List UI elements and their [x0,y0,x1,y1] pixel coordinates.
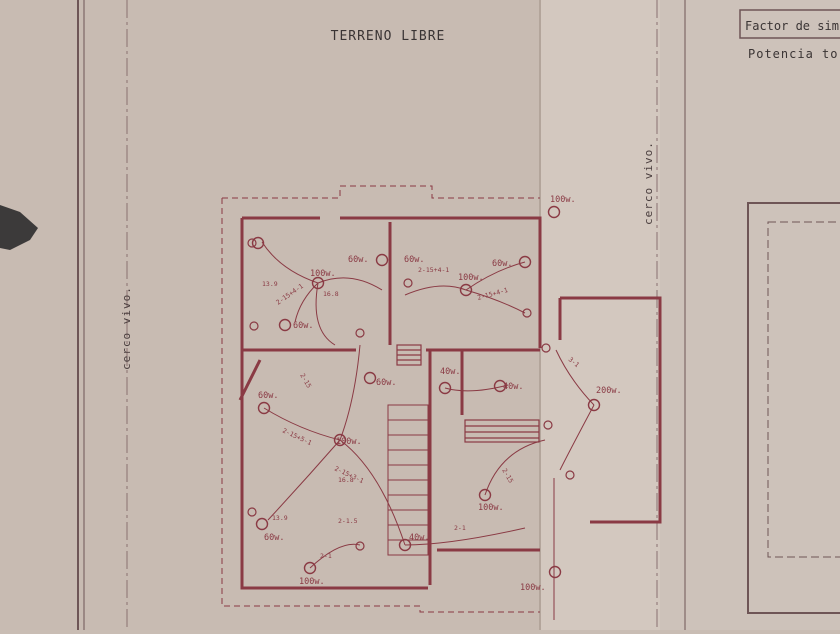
lamp-label: 100w. [458,273,484,283]
circuit-label: 2-15+4-1 [418,266,449,274]
circuit-label: 2-1 [454,524,466,532]
circuit-label: 16.8 [323,290,339,298]
drawing-title: TERRENO LIBRE [331,29,446,44]
lamp-label: 100w. [310,269,336,279]
circuit-label: 2-15+4-1 [275,282,305,307]
circuit-label: 3-1 [567,355,581,369]
paper-left-panel [0,0,540,630]
circuit-label: 2-1.5 [338,517,358,525]
lamp-label: 60w. [264,533,284,543]
hatched-blocks [396,344,540,443]
lamp-label: 60w. [492,259,512,269]
paper-tear [0,205,38,250]
legend-factor-label: Factor de sim [745,19,839,33]
right-building-inner [767,221,840,558]
lamp-label: 40w. [440,367,460,377]
walls [238,216,542,590]
wiring [261,241,595,620]
right-building-outline [747,202,840,614]
switches [247,238,575,551]
lamp-label: 100w. [520,583,546,593]
right-hedge-label: cerco vivo. [642,141,655,225]
circuit-label: 2-1 [320,552,332,560]
circuit-label: 2-15 [500,467,515,485]
lamp-label: 60w. [293,321,313,331]
stairs [387,404,429,556]
lamp-label: 40w. [503,382,523,392]
legend-potencia-label: Potencia to [748,47,838,61]
lamp-label: 100w. [299,577,325,587]
lamp-label: 60w. [348,255,368,265]
lamp-label: 100w. [550,195,576,205]
circuit-label: 16.8 [338,476,354,484]
lamp-label: 60w. [258,391,278,401]
lamp-label: 60w. [404,255,424,265]
left-hedge-label: cerco vivo. [120,286,133,370]
paper-right-panel [660,0,840,630]
lamp-label: 100w. [478,503,504,513]
lamp-label: 60w. [376,378,396,388]
lamp-label: 100w. [336,437,362,447]
lamp-fixtures [251,205,601,579]
lot-outline [222,185,540,199]
annex-walls [558,296,662,524]
lamp-label: 40w. [409,533,429,543]
lot-outline [221,198,540,613]
lamp-label: 200w. [596,386,622,396]
circuit-label: 2-15+5-1 [281,427,313,448]
circuit-label: 2-15 [298,372,313,390]
circuit-label: 13.9 [262,280,278,288]
legend-box [739,9,840,39]
circuit-label: 13.9 [272,514,288,522]
circuit-label: 2-15+4-1 [476,286,508,302]
